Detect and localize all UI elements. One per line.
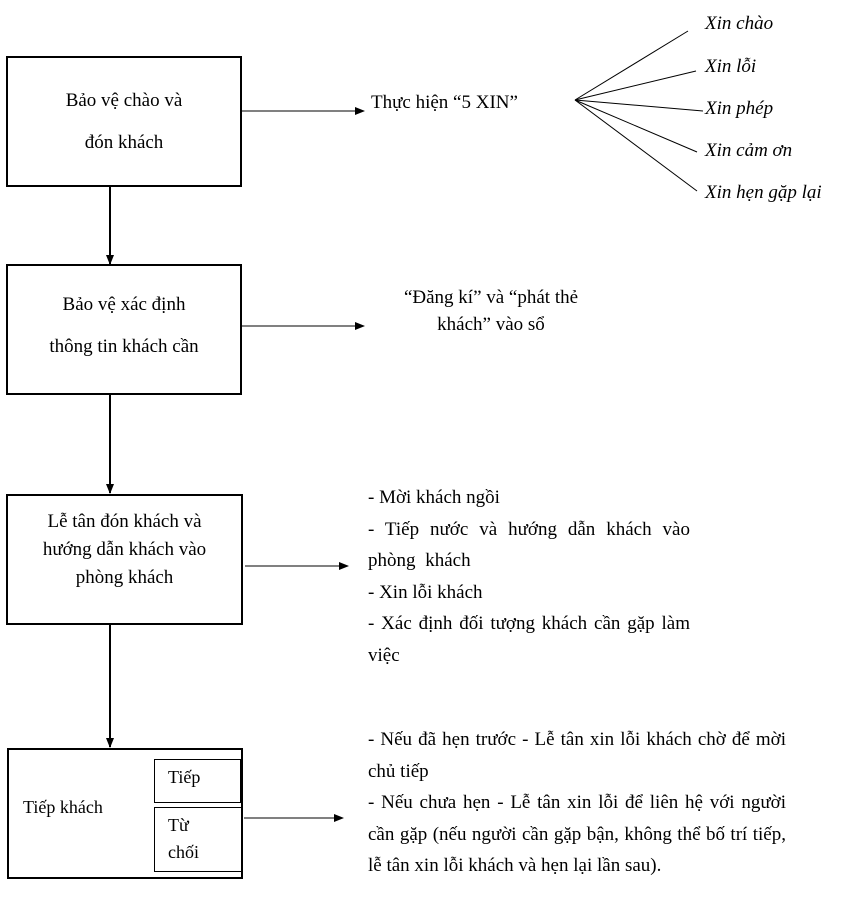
step-line: thông tin khách cần xyxy=(49,336,199,357)
option-accept-label: Tiếp xyxy=(168,767,201,787)
outcome-list-item: - Nếu chưa hẹn - Lễ tân xin lỗi để liên … xyxy=(368,792,786,876)
step-line: Lễ tân đón khách và xyxy=(47,511,202,532)
fan-line-xin-chao xyxy=(574,30,689,101)
xin-branch-item: Xin lỗi xyxy=(705,56,757,77)
outcome-receive-list: - Nếu đã hẹn trước - Lễ tân xin lỗi khác… xyxy=(368,724,786,882)
step-line: đón khách xyxy=(84,132,164,153)
step-line: Bảo vệ chào và xyxy=(65,90,183,111)
outcome-list-item: - Xác định đối tượng khách cần gặp làm v… xyxy=(368,613,690,666)
receive-guest-label: Tiếp khách xyxy=(23,797,103,817)
outcome-list-item: - Nếu đã hẹn trước - Lễ tân xin lỗi khác… xyxy=(368,729,786,782)
fan-line-xin-loi xyxy=(574,70,697,101)
xin-branch-item: Xin cảm ơn xyxy=(705,140,793,161)
step-box-guard-identify: Bảo vệ xác định thông tin khách cần xyxy=(6,264,242,395)
option-refuse-label: Từ xyxy=(168,815,189,835)
fan-line-xin-cam-on xyxy=(574,99,698,153)
option-refuse-label: chối xyxy=(168,842,199,862)
step-line: Bảo vệ xác định xyxy=(62,294,186,315)
outcome-reception-list: - Mời khách ngồi - Tiếp nước và hướng dẫ… xyxy=(368,482,690,671)
xin-branch-item: Xin chào xyxy=(705,13,774,34)
option-box-refuse: Từ chối xyxy=(154,807,242,872)
step-box-reception: Lễ tân đón khách và hướng dẫn khách vào … xyxy=(6,494,243,625)
outcome-list-item: - Xin lỗi khách xyxy=(368,581,483,603)
step-line: hướng dẫn khách vào xyxy=(42,539,207,560)
fan-line-xin-hen-gap-lai xyxy=(574,99,698,192)
xin-branch-item: Xin phép xyxy=(705,98,774,119)
outcome-list-item: - Mời khách ngồi xyxy=(368,487,500,508)
xin-branch-item: Xin hẹn gặp lại xyxy=(705,182,822,203)
outcome-line: “Đăng kí” và “phát thẻ xyxy=(403,287,579,308)
step-box-receive-guest: Tiếp khách Tiếp Từ chối xyxy=(7,748,243,879)
outcome-list-item: - Tiếp nước và hướng dẫn khách vào phòng… xyxy=(368,518,690,572)
outcome-5-xin-label: Thực hiện “5 XIN” xyxy=(371,92,518,113)
option-box-accept: Tiếp xyxy=(154,759,241,803)
outcome-register-text: “Đăng kí” và “phát thẻ khách” vào sổ xyxy=(368,284,614,338)
outcome-line: khách” vào sổ xyxy=(437,314,545,335)
step-line: phòng khách xyxy=(75,567,174,588)
step-box-guard-greeting: Bảo vệ chào và đón khách xyxy=(6,56,242,187)
fan-line-xin-phep xyxy=(574,99,704,112)
